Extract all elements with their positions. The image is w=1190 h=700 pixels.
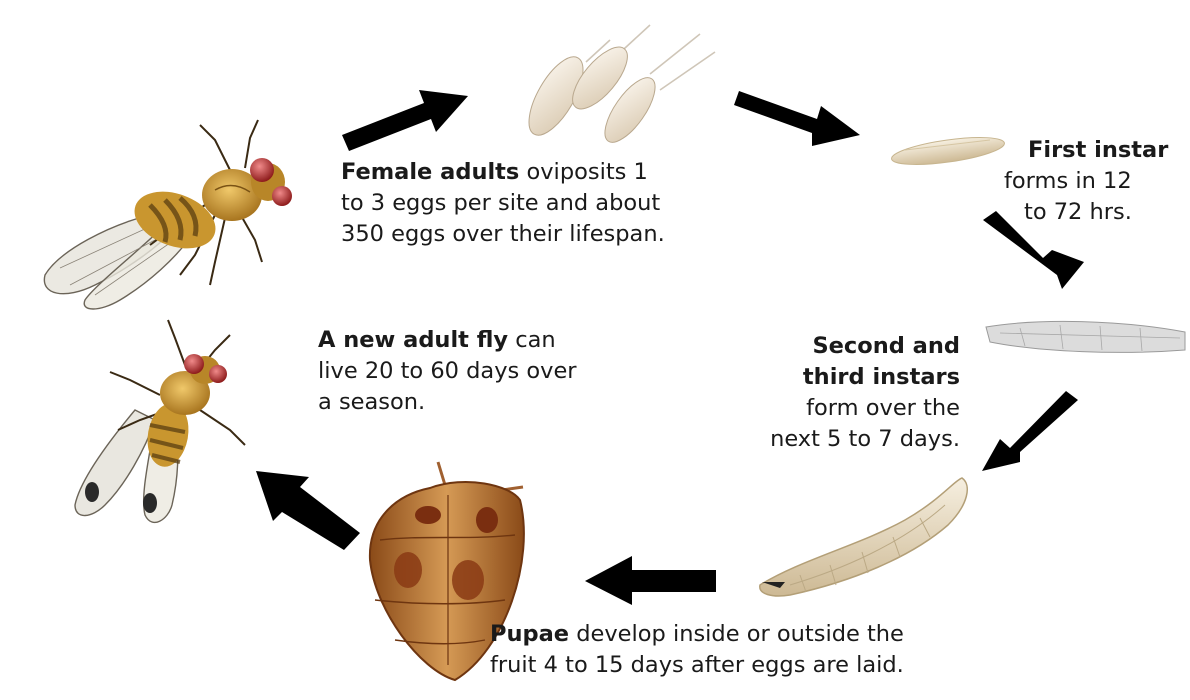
- pupae-caption: Pupae develop inside or outside the frui…: [490, 619, 904, 681]
- arrow-eggs-to-first-instar: [734, 91, 860, 146]
- arrow-second-to-third-instar: [982, 391, 1078, 471]
- third-instars-title: third instars: [803, 364, 960, 390]
- first-instar-caption: First instar forms in 12 to 72 hrs.: [1004, 135, 1190, 228]
- arrow-larva-to-pupae: [585, 556, 716, 605]
- new-adult-fly-illustration: [75, 320, 245, 522]
- female-adults-title: Female adults: [341, 159, 519, 185]
- arrow-adult-to-eggs: [342, 90, 468, 151]
- second-instar-larva-illustration: [986, 321, 1185, 352]
- female-adults-caption: Female adults oviposits 1 to 3 eggs per …: [341, 157, 665, 250]
- second-third-instars-caption: Second and third instars form over the n…: [680, 331, 960, 455]
- third-instar-larva-illustration: [760, 478, 967, 596]
- first-instar-title: First instar: [1028, 137, 1168, 163]
- first-instar-larva-illustration: [890, 132, 1006, 170]
- female-adult-fly-illustration: [44, 120, 292, 309]
- arrow-pupae-to-new-adult: [256, 471, 360, 550]
- new-adult-caption: A new adult fly can live 20 to 60 days o…: [318, 325, 577, 418]
- eggs-illustration: [518, 25, 715, 150]
- new-adult-title: A new adult fly: [318, 327, 508, 353]
- pupae-title: Pupae: [490, 621, 569, 647]
- second-and-title: Second and: [812, 333, 960, 359]
